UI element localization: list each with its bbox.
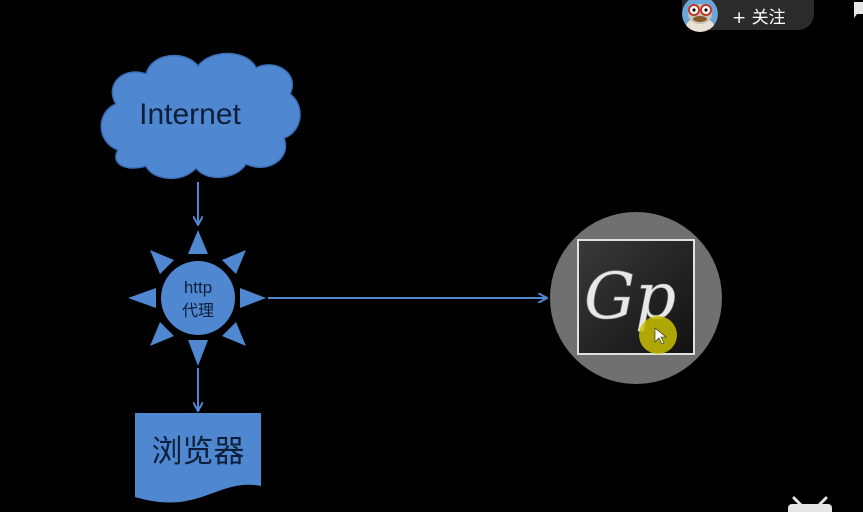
follow-button[interactable]: + 关注: [682, 0, 814, 32]
internet-label: Internet: [139, 98, 241, 131]
cursor-arrow-icon: [654, 327, 667, 345]
sun-core: [161, 261, 235, 335]
sun-ray-top-left: [150, 250, 174, 274]
sun-ray-top: [188, 230, 208, 254]
tv-icon[interactable]: [780, 492, 840, 512]
http-proxy-node: http 代理: [128, 230, 266, 366]
sun-ray-bottom-left: [150, 322, 174, 346]
sun-ray-top-right: [222, 250, 246, 274]
logo-node: Gp: [550, 212, 722, 384]
document-shape: [135, 413, 261, 503]
internet-cloud: Internet: [100, 52, 301, 180]
proxy-label-line2: 代理: [182, 301, 214, 320]
sun-ray-bottom: [188, 340, 208, 366]
browser-label: 浏览器: [152, 434, 245, 470]
comment-icon[interactable]: [853, 0, 863, 22]
avatar-icon: [682, 0, 718, 32]
sun-ray-left: [128, 288, 156, 308]
browser-node: 浏览器: [135, 413, 261, 503]
sun-ray-right: [240, 288, 266, 308]
follow-label: + 关注: [732, 8, 786, 28]
proxy-label-line1: http: [184, 278, 212, 297]
cloud-shape: [100, 52, 301, 180]
avatar: [682, 0, 718, 32]
sun-ray-bottom-right: [222, 322, 246, 346]
